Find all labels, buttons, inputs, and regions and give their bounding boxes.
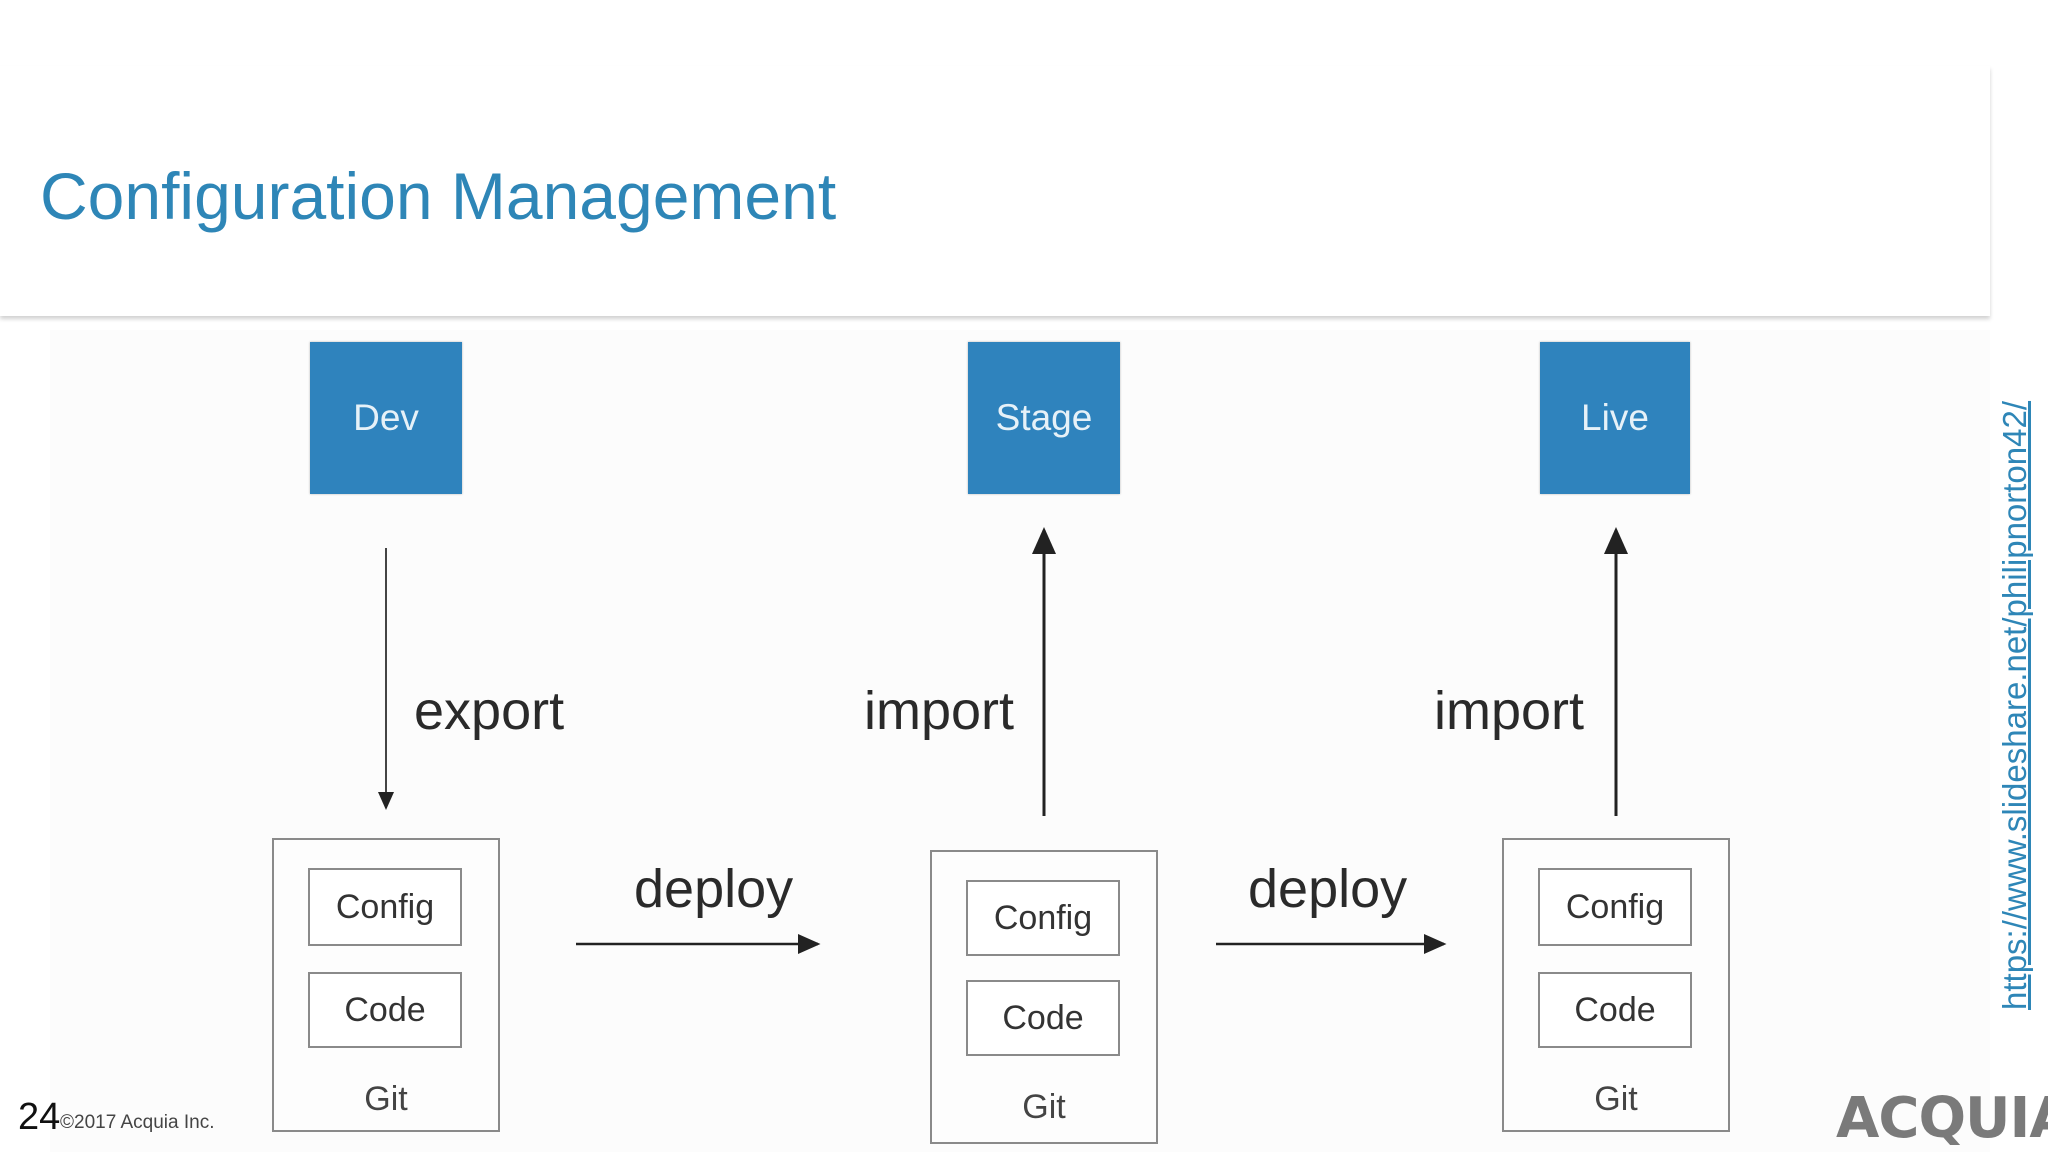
code-box: Code	[966, 980, 1120, 1056]
title-band	[0, 66, 1990, 316]
env-stage-label: Stage	[995, 397, 1093, 438]
git-repo-stage: Config Code Git	[930, 850, 1158, 1144]
page-title: Configuration Management	[40, 159, 837, 233]
env-dev-label: Dev	[353, 397, 419, 438]
env-live: Live	[1540, 342, 1690, 494]
acquia-logo: ACQUIA	[1836, 1086, 2048, 1151]
config-box: Config	[308, 868, 462, 946]
deploy-label-2: deploy	[1248, 859, 1408, 919]
config-box: Config	[1538, 868, 1692, 946]
git-label: Git	[364, 1080, 408, 1118]
git-label: Git	[1594, 1080, 1638, 1118]
env-stage: Stage	[968, 342, 1120, 494]
slide-number: 24	[18, 1096, 61, 1138]
deploy-label-1: deploy	[634, 859, 794, 919]
config-label: Config	[993, 898, 1093, 937]
code-box: Code	[308, 972, 462, 1048]
code-label: Code	[1002, 998, 1084, 1037]
env-live-label: Live	[1581, 397, 1649, 438]
git-repo-live: Config Code Git	[1502, 838, 1730, 1132]
code-box: Code	[1538, 972, 1692, 1048]
env-dev: Dev	[310, 342, 462, 494]
git-label: Git	[1022, 1088, 1066, 1126]
code-label: Code	[344, 990, 426, 1029]
git-repo-dev: Config Code Git	[272, 838, 500, 1132]
config-label: Config	[335, 887, 435, 926]
config-box: Config	[966, 880, 1120, 956]
source-link[interactable]: https://www.slideshare.net/philipnorton4…	[1996, 400, 2033, 1010]
code-label: Code	[1574, 990, 1656, 1029]
export-label: export	[414, 681, 565, 741]
config-label: Config	[1565, 887, 1665, 926]
copyright-text: ©2017 Acquia Inc.	[60, 1112, 215, 1133]
live-import-label: import	[1434, 681, 1585, 741]
stage-import-label: import	[864, 681, 1015, 741]
